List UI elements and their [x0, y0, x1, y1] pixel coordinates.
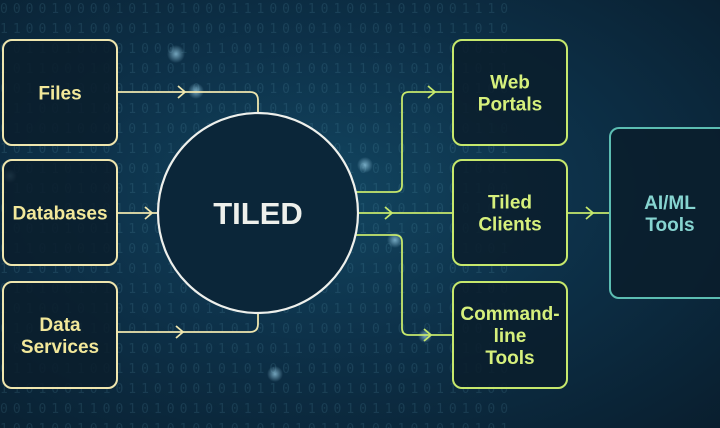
- connector-files-to-hub: [117, 91, 259, 113]
- binary-row: 0010010000100010101001010011011000110100: [0, 82, 514, 97]
- tiled-clients-box-label: Clients: [478, 215, 541, 236]
- binary-row: 1001001010101010010101010110100101010101: [0, 420, 720, 428]
- arrow-services: [175, 325, 185, 339]
- binary-row: 0010101100101001010110101001011010101000: [0, 402, 514, 417]
- databases-box-label: Databases: [12, 204, 107, 225]
- binary-row: 0000100001011010001110001010011010001110: [0, 2, 514, 17]
- binary-row: 1110011100101011001010100011010100011010: [0, 102, 514, 117]
- aiml-tools-box-label: AI/ML: [644, 193, 696, 214]
- arrow-command-line: [423, 328, 433, 342]
- binary-row: 1100101000011010001001000101000110111010: [0, 22, 514, 37]
- files-box-label: Files: [38, 84, 81, 105]
- web-portals-box-label: Web: [490, 73, 530, 94]
- files-box-frame: [2, 39, 118, 146]
- command-line-tools-box-label: Command-: [460, 304, 559, 325]
- binary-row: 1101001010110100101011010101010010110100: [0, 382, 514, 397]
- arrow-files: [177, 85, 187, 99]
- data-services-box-label: Data: [39, 315, 81, 336]
- binary-row: 0110011001101000101010010100110001001010: [0, 362, 514, 377]
- connectors: [117, 85, 610, 342]
- binary-row: 0011010000100010110011001101011010100010: [0, 42, 514, 57]
- arrow-tiled-clients: [384, 206, 394, 220]
- tiled-clients-box-frame: [452, 159, 568, 266]
- data-services-box-label: Services: [21, 337, 99, 358]
- databases-box-frame: [2, 159, 118, 266]
- command-line-tools-box-label: line: [494, 326, 527, 347]
- binary-row: 0100101101011010010101001001101010110010: [0, 322, 514, 337]
- aiml-tools-box-frame: [609, 127, 720, 299]
- databases-box: Databases: [2, 159, 118, 266]
- command-line-tools-box-frame: [452, 281, 568, 389]
- tiled-hub-circle: [156, 111, 360, 315]
- data-services-box-frame: [2, 281, 118, 389]
- web-portals-box-label: Portals: [478, 95, 542, 116]
- arrow-aiml: [585, 206, 595, 220]
- arrow-databases: [144, 206, 154, 220]
- binary-row: 1011010010100101010100110101010101001010: [0, 342, 514, 357]
- command-line-tools-box-label: Tools: [485, 348, 534, 369]
- aiml-tools-box-label: Tools: [645, 215, 694, 236]
- connector-hub-to-web-portals: [354, 91, 453, 193]
- tiled-hub-label: TILED: [213, 196, 303, 231]
- binary-row: 1011000100101010001101010011100101001011: [0, 62, 514, 77]
- connector-services-to-hub: [117, 313, 259, 333]
- tiled-clients-box-label: Tiled: [488, 193, 532, 214]
- connector-hub-to-command-line: [354, 234, 453, 336]
- arrow-web-portals: [427, 85, 437, 99]
- files-box: Files: [2, 39, 118, 146]
- web-portals-box-frame: [452, 39, 568, 146]
